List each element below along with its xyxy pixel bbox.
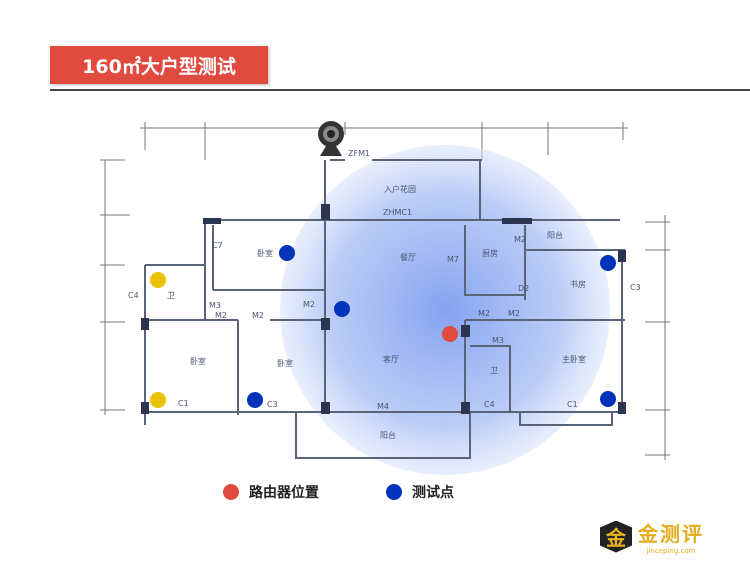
router-dot-icon <box>223 484 239 500</box>
weak-test-point <box>150 272 166 288</box>
camera-icon <box>318 121 344 156</box>
label-bedroom-mid: 卧室 <box>277 358 293 368</box>
dimension-lines <box>100 122 670 460</box>
label-m7: M7 <box>447 255 459 264</box>
logo-url: jinceping.com <box>646 547 696 555</box>
legend-router-label: 路由器位置 <box>249 485 319 501</box>
label-balcony-top: 阳台 <box>547 230 563 240</box>
legend-test-label: 测试点 <box>412 485 454 501</box>
label-c3-mid: C3 <box>267 400 278 409</box>
title-text: 160㎡大户型测试 <box>82 55 236 78</box>
label-balcony-bottom: 阳台 <box>380 430 396 440</box>
label-m4: M4 <box>377 402 389 411</box>
test-point <box>600 255 616 271</box>
label-c1-left: C1 <box>178 399 189 408</box>
title-divider <box>50 89 750 91</box>
logo-badge-text: 金 <box>606 526 626 550</box>
label-m2-a: M2 <box>215 311 227 320</box>
measurement-points <box>150 245 616 408</box>
wall-columns <box>141 204 626 414</box>
label-bath-left: 卫 <box>167 291 175 300</box>
test-point <box>247 392 263 408</box>
label-dining: 餐厅 <box>400 253 416 262</box>
label-c4-right: C4 <box>484 400 495 409</box>
weak-test-point <box>150 392 166 408</box>
legend-test-point: 测试点 <box>386 482 454 502</box>
label-c1-right: C1 <box>567 400 578 409</box>
label-c3-right: C3 <box>630 283 641 292</box>
room-labels: ZFM1 入户花园 ZHMC1 餐厅 M7 厨房 M2 阳台 D2 书房 C3 … <box>128 149 641 440</box>
label-m2-e: M2 <box>508 309 520 318</box>
label-c4-left: C4 <box>128 291 139 300</box>
logo-name: 金测评 <box>638 522 704 546</box>
label-window-dining: ZHMC1 <box>383 208 412 217</box>
label-c7: C7 <box>212 241 223 250</box>
label-entry-garden: 入户花园 <box>384 184 416 194</box>
label-bedroom-left: 卧室 <box>190 356 206 366</box>
test-point <box>334 301 350 317</box>
label-m2-c: M2 <box>303 300 315 309</box>
test-dot-icon <box>386 484 402 500</box>
label-d2: D2 <box>518 284 529 293</box>
test-point <box>279 245 295 261</box>
router-point <box>442 326 458 342</box>
legend-router: 路由器位置 <box>223 482 319 502</box>
brand-logo: 金 金测评 jinceping.com <box>600 518 704 555</box>
label-study: 书房 <box>570 279 586 289</box>
label-m3-left: M3 <box>209 301 221 310</box>
label-m2-d: M2 <box>478 309 490 318</box>
label-kitchen: 厨房 <box>482 248 498 258</box>
logo-badge-icon: 金 <box>600 520 632 553</box>
label-door-top: ZFM1 <box>348 149 370 158</box>
label-bath-right: 卫 <box>490 366 498 375</box>
label-bedroom-top: 卧室 <box>257 248 273 258</box>
label-living: 客厅 <box>383 354 399 364</box>
wifi-coverage-area <box>280 145 610 475</box>
test-point <box>600 391 616 407</box>
label-master-bedroom: 主卧室 <box>562 354 586 364</box>
label-m3-right: M3 <box>492 336 504 345</box>
page-title: 160㎡大户型测试 <box>50 46 268 84</box>
label-m2-b: M2 <box>252 311 264 320</box>
label-m2-kitchen: M2 <box>514 235 526 244</box>
